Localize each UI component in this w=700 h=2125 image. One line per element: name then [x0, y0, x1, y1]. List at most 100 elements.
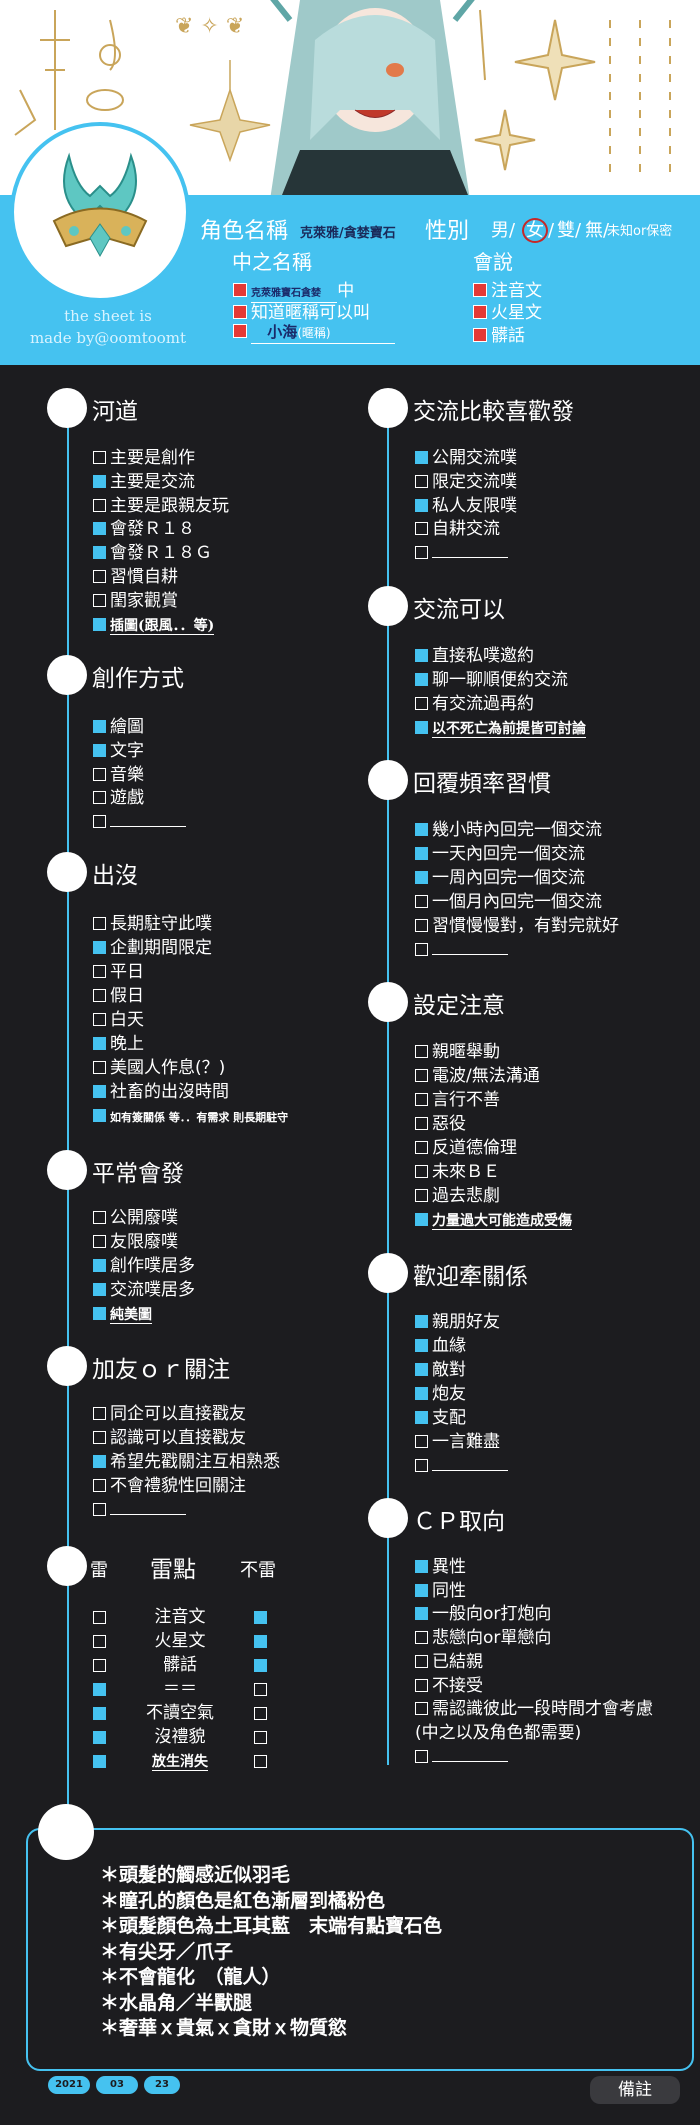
usual-option[interactable]: 創作噗居多 [93, 1255, 195, 1277]
create-option[interactable]: 音樂 [93, 764, 144, 786]
checkbox[interactable] [415, 1607, 428, 1620]
appear-option[interactable]: 平日 [93, 961, 144, 983]
cp-option[interactable]: (中之以及角色都需要) [415, 1722, 581, 1744]
checkbox[interactable] [415, 943, 428, 956]
not-mine-checkbox[interactable] [254, 1755, 267, 1768]
friend-option[interactable]: 認識可以直接戳友 [93, 1427, 246, 1449]
appear-option[interactable]: 長期駐守此噗 [93, 913, 212, 935]
cp-option[interactable]: 悲戀向or單戀向 [415, 1627, 551, 1649]
checkbox[interactable] [93, 791, 106, 804]
setting-option[interactable]: 過去悲劇 [415, 1185, 500, 1207]
checkbox[interactable] [415, 1435, 428, 1448]
can-option[interactable]: 有交流過再約 [415, 693, 534, 715]
checkbox[interactable] [415, 1702, 428, 1715]
checkbox[interactable] [415, 1141, 428, 1154]
usual-option[interactable]: 交流噗居多 [93, 1279, 195, 1301]
checkbox[interactable] [415, 1459, 428, 1472]
interact-option[interactable]: 私人友限噗 [415, 495, 517, 517]
gender-option-female[interactable]: 女/ [522, 216, 554, 243]
checkbox[interactable] [93, 1307, 106, 1320]
not-mine-checkbox[interactable] [254, 1683, 267, 1696]
checkbox[interactable] [415, 1045, 428, 1058]
checkbox[interactable] [415, 1750, 428, 1763]
setting-option[interactable]: 電波/無法溝通 [415, 1065, 540, 1087]
not-mine-checkbox[interactable] [254, 1731, 267, 1744]
checkbox[interactable] [93, 989, 106, 1002]
checkbox[interactable] [415, 451, 428, 464]
setting-option[interactable]: 親暱舉動 [415, 1041, 500, 1063]
checkbox[interactable] [93, 522, 106, 535]
gender-option-none[interactable]: 無/ [585, 220, 610, 241]
checkbox[interactable] [415, 1165, 428, 1178]
checkbox[interactable] [415, 1387, 428, 1400]
checkbox[interactable] [415, 1411, 428, 1424]
relation-option[interactable] [415, 1455, 508, 1477]
checkbox[interactable] [93, 499, 106, 512]
not-mine-checkbox[interactable] [254, 1707, 267, 1720]
setting-option[interactable]: 力量過大可能造成受傷 [415, 1209, 572, 1231]
checkbox[interactable] [93, 1037, 106, 1050]
checkbox[interactable] [415, 1213, 428, 1226]
checkbox[interactable] [93, 1455, 106, 1468]
cp-option[interactable]: 不接受 [415, 1675, 483, 1697]
checkbox[interactable] [415, 697, 428, 710]
checkbox[interactable] [93, 451, 106, 464]
appear-option[interactable]: 晚上 [93, 1033, 144, 1055]
river-option[interactable]: 主要是交流 [93, 471, 195, 493]
checkbox[interactable] [93, 1085, 106, 1098]
speaks-item-2[interactable]: 火星文 [473, 298, 542, 323]
interact-option[interactable]: 限定交流噗 [415, 471, 517, 493]
mine-checkbox[interactable] [93, 1611, 106, 1624]
gender-option-male[interactable]: 男/ [491, 220, 516, 241]
cp-option[interactable]: 同性 [415, 1580, 466, 1602]
friend-option[interactable]: 同企可以直接戳友 [93, 1403, 246, 1425]
setting-option[interactable]: 惡役 [415, 1113, 466, 1135]
reply-option[interactable] [415, 939, 508, 961]
checkbox[interactable] [415, 499, 428, 512]
not-mine-checkbox[interactable] [254, 1635, 267, 1648]
river-option[interactable]: 插圖(跟風．．等) [93, 614, 215, 636]
cp-option[interactable]: 已結親 [415, 1651, 483, 1673]
checkbox[interactable] [415, 871, 428, 884]
mine-checkbox[interactable] [93, 1731, 106, 1744]
create-option[interactable]: 繪圖 [93, 716, 144, 738]
can-option[interactable]: 以不死亡為前提皆可討論 [415, 717, 586, 739]
interact-option[interactable]: 自耕交流 [415, 518, 500, 540]
reply-option[interactable]: 一個月內回完一個交流 [415, 891, 602, 913]
cp-option[interactable] [415, 1746, 508, 1768]
gender-option-unknown[interactable]: 未知or保密 [607, 224, 673, 239]
checkbox[interactable] [415, 1679, 428, 1692]
usual-option[interactable]: 友限廢噗 [93, 1231, 178, 1253]
create-option[interactable]: 遊戲 [93, 787, 144, 809]
appear-option[interactable]: 假日 [93, 985, 144, 1007]
usual-option[interactable]: 公開廢噗 [93, 1207, 178, 1229]
checkbox[interactable] [93, 1479, 106, 1492]
relation-option[interactable]: 血緣 [415, 1335, 466, 1357]
checkbox[interactable] [93, 1235, 106, 1248]
mine-checkbox[interactable] [93, 1707, 106, 1720]
usual-option[interactable]: 純美圖 [93, 1303, 152, 1325]
checkbox[interactable] [93, 744, 106, 757]
checkbox[interactable] [415, 1363, 428, 1376]
checkbox[interactable] [415, 721, 428, 734]
relation-option[interactable]: 一言難盡 [415, 1431, 500, 1453]
mine-checkbox[interactable] [93, 1755, 106, 1768]
relation-option[interactable]: 炮友 [415, 1383, 466, 1405]
friend-option[interactable]: 希望先戳關注互相熟悉 [93, 1451, 280, 1473]
reply-option[interactable]: 一天內回完一個交流 [415, 843, 585, 865]
reply-option[interactable]: 習慣慢慢對，有對完就好 [415, 915, 619, 937]
checkbox[interactable] [415, 1093, 428, 1106]
checkbox[interactable] [415, 1631, 428, 1644]
friend-option[interactable]: 不會禮貌性回關注 [93, 1475, 246, 1497]
checkbox[interactable] [415, 1315, 428, 1328]
checkbox[interactable] [415, 1189, 428, 1202]
checkbox[interactable] [93, 1259, 106, 1272]
setting-option[interactable]: 言行不善 [415, 1089, 500, 1111]
river-option[interactable]: 主要是創作 [93, 447, 195, 469]
checkbox[interactable] [93, 1013, 106, 1026]
can-option[interactable]: 聊一聊順便約交流 [415, 669, 568, 691]
mine-checkbox[interactable] [93, 1683, 106, 1696]
cp-option[interactable]: 一般向or打炮向 [415, 1603, 551, 1625]
checkbox[interactable] [93, 618, 106, 631]
checkbox[interactable] [93, 1283, 106, 1296]
